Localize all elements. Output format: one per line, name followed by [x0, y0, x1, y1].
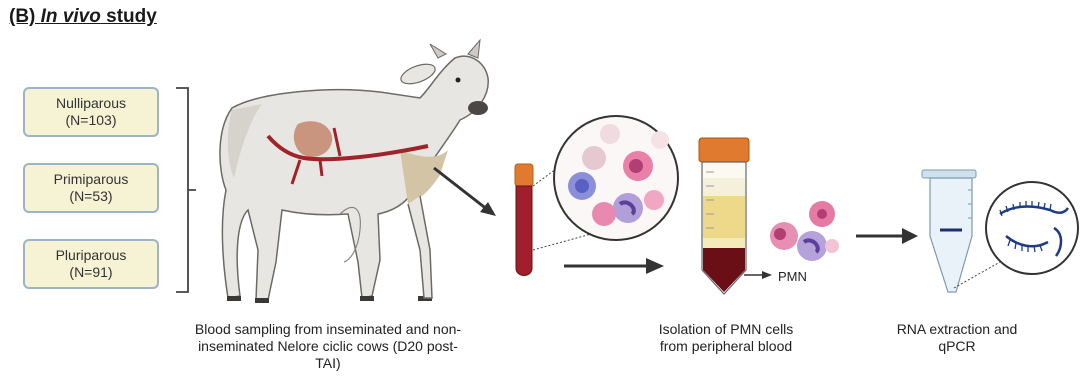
- blood-tube-icon: [515, 164, 533, 276]
- blood-cells-zoom-circle: [554, 116, 678, 240]
- rna-zoom-circle: [986, 182, 1078, 274]
- arrow-cow-to-tube: [434, 168, 488, 210]
- pmn-label: PMN: [778, 269, 807, 284]
- caption-blood-sampling: Blood sampling from inseminated and non-…: [178, 321, 478, 372]
- eppendorf-tube-icon: [922, 170, 976, 292]
- caption-rna-extraction: RNA extraction and qPCR: [882, 321, 1032, 355]
- falcon-tube-icon: [699, 138, 749, 294]
- caption-isolation: Isolation of PMN cells from peripheral b…: [640, 321, 812, 355]
- cow-illustration: [220, 40, 488, 303]
- bracket: [176, 88, 196, 292]
- pmn-cells-icon: [770, 201, 839, 261]
